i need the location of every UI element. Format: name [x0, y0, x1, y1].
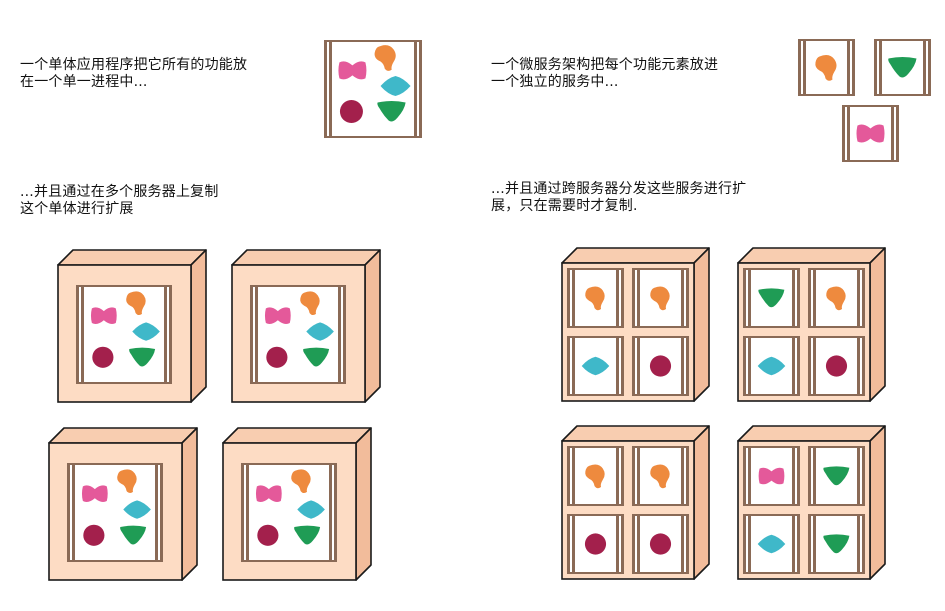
maroon-circle-icon	[649, 355, 672, 377]
monolith-frame	[67, 463, 163, 562]
pink-bowtie-icon	[758, 467, 785, 485]
microservice-frame	[798, 39, 855, 96]
green-triangle-icon	[129, 347, 156, 367]
orange-blob-icon	[300, 291, 320, 316]
microservice-frame	[808, 514, 865, 574]
orange-blob-icon	[826, 286, 846, 311]
microservice-frame	[632, 514, 689, 574]
monolith-frame	[241, 463, 337, 562]
microservice-frame	[567, 446, 624, 506]
microservice-scale-caption: ...并且通过跨服务器分发这些服务进行扩 展，只在需要时才复制.	[491, 181, 747, 214]
maroon-circle-icon	[83, 524, 105, 546]
monolith-intro-caption: 一个单体应用程序把它所有的功能放 在一个单一进程中...	[20, 57, 248, 90]
pink-bowtie-icon	[255, 485, 282, 502]
microservice-frame	[567, 514, 624, 574]
maroon-circle-icon	[266, 346, 288, 368]
orange-blob-icon	[650, 286, 670, 311]
microservice-frame	[743, 268, 800, 328]
orange-blob-icon	[117, 469, 137, 494]
microservice-server	[737, 425, 886, 580]
microservice-frame	[632, 336, 689, 396]
orange-blob-icon	[126, 291, 146, 316]
microservice-frame	[808, 268, 865, 328]
pink-bowtie-icon	[81, 485, 108, 502]
maroon-circle-icon	[257, 524, 279, 546]
orange-blob-icon	[585, 286, 605, 311]
teal-diamond-icon	[123, 500, 151, 519]
teal-diamond-icon	[306, 322, 334, 341]
orange-blob-icon	[291, 469, 311, 494]
teal-diamond-icon	[757, 356, 786, 376]
orange-blob-icon	[374, 45, 396, 71]
microservice-frame	[842, 105, 899, 162]
pink-bowtie-icon	[264, 307, 291, 324]
monolith-frame	[250, 285, 346, 384]
monolith-frame	[324, 40, 422, 138]
microservice-frame	[743, 336, 800, 396]
microservice-frame	[808, 446, 865, 506]
teal-diamond-icon	[581, 356, 610, 376]
teal-diamond-icon	[297, 500, 325, 519]
microservice-frame	[743, 446, 800, 506]
microservice-intro-caption: 一个微服务架构把每个功能元素放进 一个独立的服务中...	[491, 57, 719, 90]
microservice-server	[561, 247, 710, 402]
green-triangle-icon	[758, 288, 785, 308]
maroon-circle-icon	[92, 346, 114, 368]
green-triangle-icon	[294, 525, 321, 545]
monolith-server	[231, 249, 381, 403]
green-triangle-icon	[823, 466, 850, 486]
monolith-server	[222, 427, 372, 581]
microservice-server	[561, 425, 710, 580]
orange-blob-icon	[815, 55, 837, 81]
monolith-frame	[76, 285, 172, 384]
green-triangle-icon	[377, 101, 406, 122]
microservice-frame	[743, 514, 800, 574]
monolith-server	[48, 427, 198, 581]
maroon-circle-icon	[584, 533, 607, 555]
pink-bowtie-icon	[90, 307, 117, 324]
green-triangle-icon	[303, 347, 330, 367]
monolith-server	[57, 249, 207, 403]
maroon-circle-icon	[825, 355, 848, 377]
microservice-frame	[567, 268, 624, 328]
teal-diamond-icon	[757, 534, 786, 554]
monolith-scale-caption: ...并且通过在多个服务器上复制 这个单体进行扩展	[20, 184, 219, 217]
microservice-frame	[632, 446, 689, 506]
microservice-frame	[808, 336, 865, 396]
microservice-frame	[567, 336, 624, 396]
maroon-circle-icon	[339, 100, 363, 124]
orange-blob-icon	[585, 464, 605, 489]
microservice-server	[737, 247, 886, 402]
pink-bowtie-icon	[856, 124, 885, 143]
pink-bowtie-icon	[338, 61, 367, 80]
orange-blob-icon	[650, 464, 670, 489]
teal-diamond-icon	[132, 322, 160, 341]
green-triangle-icon	[120, 525, 147, 545]
microservice-frame	[632, 268, 689, 328]
microservice-frame	[874, 39, 931, 96]
teal-diamond-icon	[380, 76, 411, 97]
green-triangle-icon	[888, 57, 917, 78]
maroon-circle-icon	[649, 533, 672, 555]
green-triangle-icon	[823, 534, 850, 554]
